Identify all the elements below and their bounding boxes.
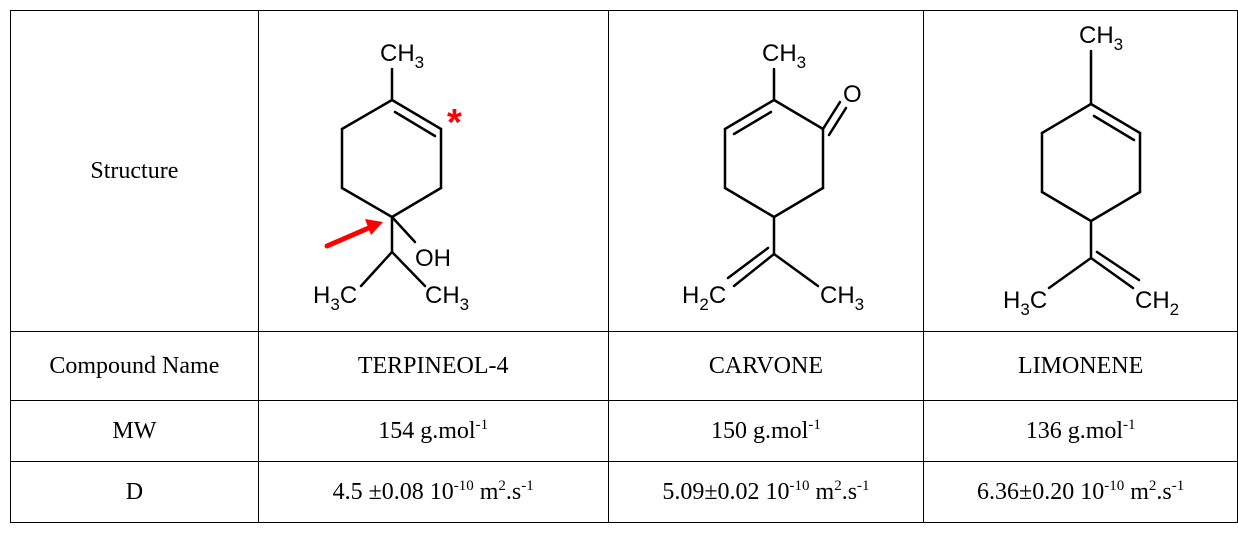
limonene-left-methyl-label: H3C bbox=[1003, 287, 1047, 319]
carvone-oxygen-label: O bbox=[843, 81, 862, 108]
terpineol-bonds bbox=[340, 67, 443, 288]
terpineol-name: TERPINEOL-4 bbox=[257, 331, 609, 401]
carvone-mw: 150 g.mol-1 bbox=[607, 400, 925, 462]
limonene-name: LIMONENE bbox=[923, 331, 1238, 401]
limonene-bonds bbox=[1040, 49, 1141, 290]
carvone-structure-cell: CH3 O H2C CH3 bbox=[607, 10, 925, 332]
carvone-methylene-label: H2C bbox=[682, 282, 726, 314]
limonene-top-methyl-label: CH3 bbox=[1079, 22, 1123, 54]
terpineol-left-methyl-label: H3C bbox=[313, 282, 357, 314]
carvone-bonds bbox=[723, 67, 848, 288]
compound-name-row: Compound Name TERPINEOL-4 CARVONE LIMONE… bbox=[10, 331, 1238, 401]
limonene-structure-cell: CH3 H3C CH2 bbox=[923, 10, 1238, 332]
row-header-structure: Structure bbox=[10, 10, 259, 332]
carvone-structure: CH3 O H2C CH3 bbox=[682, 40, 864, 314]
row-header-d: D bbox=[10, 461, 259, 523]
terpineol-top-methyl-label: CH3 bbox=[380, 40, 424, 72]
row-header-compound-name: Compound Name bbox=[10, 331, 259, 401]
structure-row: Structure CH3 * bbox=[10, 10, 1238, 332]
carvone-diffusion: 5.09±0.02 10-10 m2.s-1 bbox=[607, 461, 925, 523]
molecular-weight-row: MW 154 g.mol-1 150 g.mol-1 136 g.mol-1 bbox=[10, 400, 1238, 462]
carvone-top-methyl-label: CH3 bbox=[762, 40, 806, 72]
carvone-right-methyl-label: CH3 bbox=[820, 282, 864, 314]
terpineol-right-methyl-label: CH3 bbox=[425, 282, 469, 314]
terpineol-arrow-marker bbox=[324, 219, 384, 249]
compound-properties-table: Structure CH3 * bbox=[10, 10, 1238, 523]
diffusion-coefficient-row: D 4.5 ±0.08 10-10 m2.s-1 5.09±0.02 10-10… bbox=[10, 461, 1238, 523]
terpineol-diffusion: 4.5 ±0.08 10-10 m2.s-1 bbox=[257, 461, 609, 523]
terpineol-structure-cell: CH3 * OH H3C CH3 bbox=[257, 10, 609, 332]
limonene-mw: 136 g.mol-1 bbox=[923, 400, 1238, 462]
limonene-structure: CH3 H3C CH2 bbox=[1003, 22, 1179, 319]
limonene-methylene-label: CH2 bbox=[1135, 287, 1179, 319]
terpineol-mw: 154 g.mol-1 bbox=[257, 400, 609, 462]
terpineol-structure: CH3 * OH H3C CH3 bbox=[313, 40, 469, 314]
terpineol-star-marker: * bbox=[447, 102, 462, 144]
carvone-name: CARVONE bbox=[607, 331, 925, 401]
terpineol-hydroxyl-label: OH bbox=[415, 245, 451, 272]
row-header-mw: MW bbox=[10, 400, 259, 462]
limonene-diffusion: 6.36±0.20 10-10 m2.s-1 bbox=[923, 461, 1238, 523]
